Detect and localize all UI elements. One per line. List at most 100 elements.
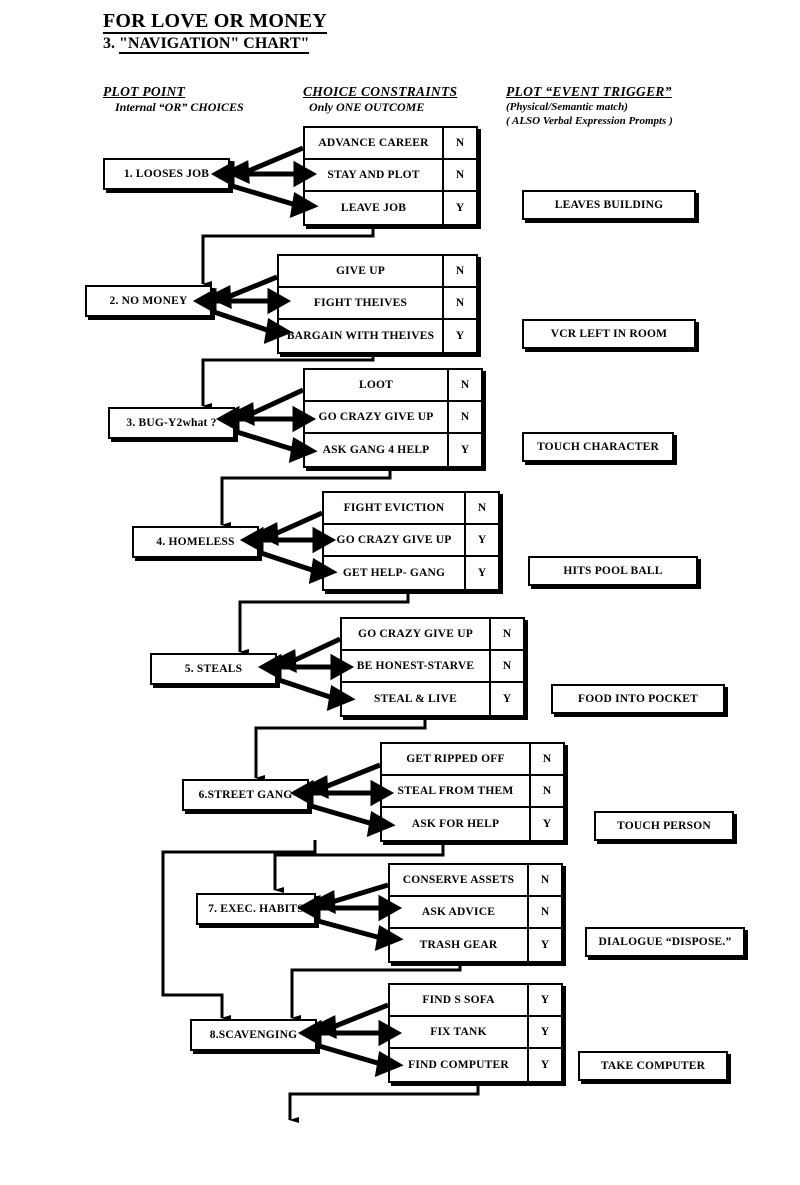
choice-row[interactable]: ASK FOR HELP Y xyxy=(382,808,563,840)
choice-row[interactable]: ADVANCE CAREER N xyxy=(305,128,476,160)
choice-row[interactable]: STEAL FROM THEM N xyxy=(382,776,563,808)
page-subtitle: 3. "NAVIGATION" CHART" xyxy=(103,35,310,54)
choice-outcome: Y xyxy=(540,1026,550,1038)
choice-label: BARGAIN WITH THEIVES xyxy=(279,320,444,352)
choice-row[interactable]: ASK GANG 4 HELP Y xyxy=(305,434,481,466)
choice-row[interactable]: FIX TANK Y xyxy=(390,1017,561,1049)
choice-label: FIGHT THEIVES xyxy=(279,288,444,318)
choice-outcome: N xyxy=(542,753,552,765)
choice-row[interactable]: ASK ADVICE N xyxy=(390,897,561,929)
plot-point-box-1[interactable]: 1. LOOSES JOB xyxy=(103,158,230,190)
event-trigger-label-3: TOUCH CHARACTER xyxy=(537,441,659,453)
plot-point-box-2[interactable]: 2. NO MONEY xyxy=(85,285,212,317)
event-trigger-box-8[interactable]: TAKE COMPUTER xyxy=(578,1051,728,1081)
event-trigger-box-5[interactable]: FOOD INTO POCKET xyxy=(551,684,725,714)
choice-label: ADVANCE CAREER xyxy=(305,128,444,158)
event-trigger-box-2[interactable]: VCR LEFT IN ROOM xyxy=(522,319,696,349)
choice-row[interactable]: BARGAIN WITH THEIVES Y xyxy=(279,320,476,352)
choice-row[interactable]: STEAL & LIVE Y xyxy=(342,683,523,715)
choice-label: GO CRAZY GIVE UP xyxy=(342,619,491,649)
choice-outcome: Y xyxy=(542,818,552,830)
choice-label: LEAVE JOB xyxy=(305,192,444,224)
choice-label: STEAL FROM THEM xyxy=(382,776,531,806)
event-trigger-box-4[interactable]: HITS POOL BALL xyxy=(528,556,698,586)
choice-outcome: N xyxy=(455,137,465,149)
choice-row[interactable]: GO CRAZY GIVE UP N xyxy=(305,402,481,434)
column-header-event-trigger-title: PLOT “EVENT TRIGGER” xyxy=(506,84,672,99)
choice-label: ASK ADVICE xyxy=(390,897,529,927)
choice-table-3: LOOT N GO CRAZY GIVE UP N ASK GANG 4 HEL… xyxy=(303,368,483,468)
plot-point-label-5: 5. STEALS xyxy=(184,663,243,675)
plot-point-box-5[interactable]: 5. STEALS xyxy=(150,653,277,685)
choice-row[interactable]: TRASH GEAR Y xyxy=(390,929,561,961)
choice-table-6: GET RIPPED OFF N STEAL FROM THEM N ASK F… xyxy=(380,742,565,842)
event-trigger-box-1[interactable]: LEAVES BUILDING xyxy=(522,190,696,220)
choice-label: STAY AND PLOT xyxy=(305,160,444,190)
plot-point-box-7[interactable]: 7. EXEC. HABITS xyxy=(196,893,316,925)
choice-outcome: Y xyxy=(477,534,487,546)
column-header-plot-point: PLOT POINT Internal “OR” CHOICES xyxy=(103,84,244,114)
choice-row[interactable]: GO CRAZY GIVE UP Y xyxy=(324,525,498,557)
plot-point-label-6: 6.STREET GANG xyxy=(198,789,293,801)
plot-point-box-8[interactable]: 8.SCAVENGING xyxy=(190,1019,317,1051)
choice-row[interactable]: GO CRAZY GIVE UP N xyxy=(342,619,523,651)
plot-point-label-7: 7. EXEC. HABITS xyxy=(208,903,304,915)
event-trigger-label-1: LEAVES BUILDING xyxy=(554,199,664,211)
page-subtitle-text: "NAVIGATION" CHART" xyxy=(119,35,310,54)
page-subtitle-number: 3. xyxy=(103,35,119,52)
choice-row[interactable]: GIVE UP N xyxy=(279,256,476,288)
choice-row[interactable]: LEAVE JOB Y xyxy=(305,192,476,224)
event-trigger-label-7: DIALOGUE “DISPOSE.” xyxy=(598,936,732,948)
plot-point-box-4[interactable]: 4. HOMELESS xyxy=(132,526,259,558)
choice-label: GET RIPPED OFF xyxy=(382,744,531,774)
choice-row[interactable]: GET RIPPED OFF N xyxy=(382,744,563,776)
column-header-choice-constraints-sub: Only ONE OUTCOME xyxy=(309,100,425,114)
choice-label: LOOT xyxy=(305,370,449,400)
event-trigger-label-2: VCR LEFT IN ROOM xyxy=(550,328,668,340)
plot-point-box-3[interactable]: 3. BUG-Y2what ? xyxy=(108,407,235,439)
plot-point-label-3: 3. BUG-Y2what ? xyxy=(126,417,217,429)
choice-row[interactable]: STAY AND PLOT N xyxy=(305,160,476,192)
choice-row[interactable]: GET HELP- GANG Y xyxy=(324,557,498,589)
event-trigger-box-3[interactable]: TOUCH CHARACTER xyxy=(522,432,674,462)
choice-label: FIND COMPUTER xyxy=(390,1049,529,1081)
column-header-event-trigger: PLOT “EVENT TRIGGER” (Physical/Semantic … xyxy=(506,84,673,128)
choice-row[interactable]: FIGHT EVICTION N xyxy=(324,493,498,525)
choice-label: GO CRAZY GIVE UP xyxy=(305,402,449,432)
choice-row[interactable]: LOOT N xyxy=(305,370,481,402)
event-trigger-label-6: TOUCH PERSON xyxy=(617,820,711,832)
choice-label: FIX TANK xyxy=(390,1017,529,1047)
choice-outcome: N xyxy=(540,906,550,918)
plot-point-box-6[interactable]: 6.STREET GANG xyxy=(182,779,309,811)
choice-outcome: Y xyxy=(477,567,487,579)
page-title: FOR LOVE OR MONEY xyxy=(103,10,327,34)
choice-row[interactable]: CONSERVE ASSETS N xyxy=(390,865,561,897)
choice-outcome: N xyxy=(540,874,550,886)
choice-row[interactable]: FIGHT THEIVES N xyxy=(279,288,476,320)
choice-label: BE HONEST-STARVE xyxy=(342,651,491,681)
column-header-choice-constraints: CHOICE CONSTRAINTS Only ONE OUTCOME xyxy=(303,84,457,114)
choice-outcome: N xyxy=(455,169,465,181)
choice-label: GIVE UP xyxy=(279,256,444,286)
choice-outcome: Y xyxy=(502,693,512,705)
choice-table-7: CONSERVE ASSETS N ASK ADVICE N TRASH GEA… xyxy=(388,863,563,963)
event-trigger-box-6[interactable]: TOUCH PERSON xyxy=(594,811,734,841)
choice-label: GET HELP- GANG xyxy=(324,557,466,589)
choice-row[interactable]: FIND COMPUTER Y xyxy=(390,1049,561,1081)
choice-row[interactable]: FIND S SOFA Y xyxy=(390,985,561,1017)
choice-outcome: Y xyxy=(540,1059,550,1071)
choice-table-8: FIND S SOFA Y FIX TANK Y FIND COMPUTER Y xyxy=(388,983,563,1083)
choice-label: TRASH GEAR xyxy=(390,929,529,961)
choice-table-1: ADVANCE CAREER N STAY AND PLOT N LEAVE J… xyxy=(303,126,478,226)
choice-outcome: Y xyxy=(540,939,550,951)
choice-label: STEAL & LIVE xyxy=(342,683,491,715)
choice-label: ASK FOR HELP xyxy=(382,808,531,840)
plot-point-label-4: 4. HOMELESS xyxy=(156,536,235,548)
choice-table-4: FIGHT EVICTION N GO CRAZY GIVE UP Y GET … xyxy=(322,491,500,591)
event-trigger-label-5: FOOD INTO POCKET xyxy=(578,693,698,705)
choice-outcome: Y xyxy=(540,994,550,1006)
column-header-plot-point-sub: Internal “OR” CHOICES xyxy=(115,100,244,114)
event-trigger-box-7[interactable]: DIALOGUE “DISPOSE.” xyxy=(585,927,745,957)
choice-table-2: GIVE UP N FIGHT THEIVES N BARGAIN WITH T… xyxy=(277,254,478,354)
choice-row[interactable]: BE HONEST-STARVE N xyxy=(342,651,523,683)
